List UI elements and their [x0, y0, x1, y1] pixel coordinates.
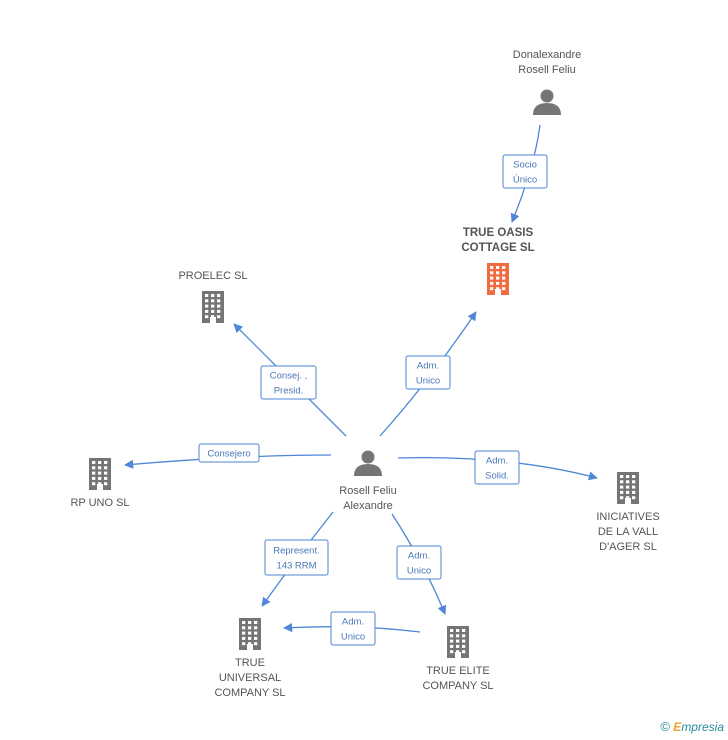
node-proelec[interactable]: PROELEC SL: [178, 270, 248, 323]
node-rp_uno[interactable]: RP UNO SL: [70, 458, 130, 509]
edge-label-box[interactable]: [474, 450, 520, 485]
node-label: D'AGER SL: [599, 541, 657, 553]
edge-label-text: Adm.: [417, 361, 439, 372]
building-icon: [447, 626, 469, 658]
node-true_universal[interactable]: TRUE UNIVERSAL COMPANY SL: [214, 618, 286, 699]
edge-label-text: Solid.: [485, 471, 509, 482]
edge-label-text: Adm.: [486, 456, 508, 467]
edge-label-text: Represent.: [273, 546, 319, 557]
edge-label-box[interactable]: [405, 355, 451, 390]
node-label: INICIATIVES: [596, 511, 659, 523]
building-icon: [202, 291, 224, 323]
edge-label-text: 143 RRM: [276, 561, 316, 572]
node-label: TRUE OASIS: [463, 227, 534, 239]
edge-true_elite-to-true_universal: Adm. Unico: [283, 611, 421, 646]
person-icon: [533, 89, 561, 115]
node-label: Rosell Feliu: [339, 485, 396, 497]
edge-label-box[interactable]: [396, 545, 442, 580]
node-label: TRUE ELITE: [426, 665, 490, 677]
edge-rosell-to-proelec: Consej. , Presid.: [233, 323, 347, 437]
node-label: Alexandre: [343, 500, 393, 512]
node-label: COMPANY SL: [422, 680, 493, 692]
node-true_oasis[interactable]: TRUE OASIS COTTAGE SL: [461, 227, 535, 295]
node-label: COMPANY SL: [214, 687, 285, 699]
edge-label-text: Consej. ,: [270, 371, 308, 382]
brand-name: mpresia: [681, 720, 724, 734]
node-label: UNIVERSAL: [219, 672, 281, 684]
node-label: Donalexandre: [513, 49, 582, 61]
node-label: COTTAGE SL: [461, 242, 534, 254]
node-iniciatives[interactable]: INICIATIVES DE LA VALL D'AGER SL: [596, 472, 660, 553]
edge-label-text: Unico: [416, 376, 440, 387]
edge-label-text: Único: [513, 175, 537, 186]
edge-label-text: Unico: [407, 566, 431, 577]
edge-rosell-to-rp_uno: Consejero: [124, 443, 332, 469]
node-true_elite[interactable]: TRUE ELITE COMPANY SL: [422, 626, 494, 692]
building-icon: [617, 472, 639, 504]
edge-label-box[interactable]: [502, 154, 548, 189]
edge-label-text: Adm.: [342, 617, 364, 628]
node-label: RP UNO SL: [70, 497, 129, 509]
edge-label-text: Adm.: [408, 551, 430, 562]
edge-label-box[interactable]: [260, 365, 317, 400]
node-label: Rosell Feliu: [518, 64, 575, 76]
edge-label-text: Unico: [341, 632, 365, 643]
edge-rosell-to-true_oasis: Adm. Unico: [379, 311, 477, 437]
edge-rosell-to-iniciatives: Adm. Solid.: [397, 450, 598, 485]
edge-label-box[interactable]: [198, 443, 260, 463]
edge-label-text: Socio: [513, 160, 537, 171]
edge-rosell-to-true_universal: Represent. 143 RRM: [261, 511, 334, 607]
person-icon: [354, 450, 382, 476]
edge-label-text: Consejero: [207, 449, 250, 460]
edge-rosell-to-true_elite: Adm. Unico: [391, 513, 447, 615]
building-icon: [239, 618, 261, 650]
node-label: DE LA VALL: [598, 526, 658, 538]
brand-footer: © Empresia: [660, 719, 724, 734]
brand-initial: E: [673, 720, 682, 734]
copyright-symbol: ©: [660, 719, 670, 734]
edge-label-box[interactable]: [264, 539, 329, 576]
edge-label-text: Presid.: [274, 386, 304, 397]
edge-label-box[interactable]: [330, 611, 376, 646]
node-label: TRUE: [235, 657, 265, 669]
building-icon: [89, 458, 111, 490]
node-label: PROELEC SL: [178, 270, 247, 282]
building-icon: [487, 263, 509, 295]
